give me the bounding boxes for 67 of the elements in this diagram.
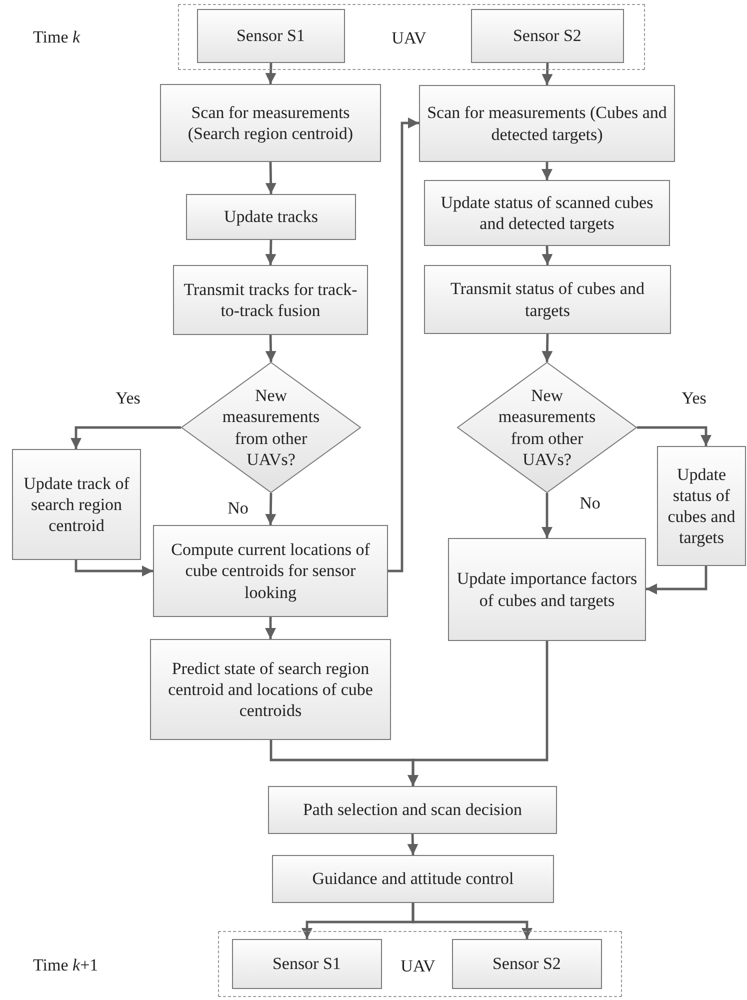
uav-group-frame xyxy=(218,931,622,997)
decision-diamond xyxy=(457,362,637,493)
step-label: Sensor S2 xyxy=(512,25,582,46)
decision-diamond xyxy=(181,362,361,493)
step-label: Compute current locations of cube centroids for sensor looking xyxy=(170,539,371,603)
process-box xyxy=(12,449,141,560)
step-label: Sensor S2 xyxy=(491,953,562,974)
uav-label: UAV xyxy=(400,958,436,974)
step-label: Update importance factors of cubes and targets xyxy=(456,568,638,611)
arrow xyxy=(74,560,153,576)
arrow xyxy=(265,334,276,362)
process-box xyxy=(657,446,746,566)
process-box xyxy=(419,85,675,162)
arrow xyxy=(412,903,532,939)
arrow xyxy=(542,493,552,538)
process-box xyxy=(186,194,356,240)
arrow xyxy=(646,566,708,594)
step-label: Scan for measurements (Search region centroid) xyxy=(186,102,354,144)
edge-label: Yes xyxy=(116,390,140,406)
arrow xyxy=(637,426,712,446)
arrow xyxy=(542,162,552,180)
process-box xyxy=(272,855,554,903)
decision-question: New measurements from other UAVs? xyxy=(221,385,321,470)
process-box xyxy=(452,938,602,989)
step-label: Update status of cubes and targets xyxy=(666,464,736,548)
arrow xyxy=(542,246,553,266)
process-box xyxy=(196,8,345,63)
step-label: Sensor S1 xyxy=(271,953,342,974)
step-label: Scan for measurements (Cubes and detected targets) xyxy=(426,102,668,145)
process-box xyxy=(448,538,646,641)
process-box xyxy=(173,265,368,335)
step-label: Transmit status of cubes and targets xyxy=(450,278,646,321)
step-label: Predict state of search region centroid and locations of cube centroids xyxy=(167,658,374,722)
step-label: Sensor S1 xyxy=(235,25,306,46)
step-label: Transmit tracks for track-to-track fusion xyxy=(182,278,358,322)
process-box xyxy=(150,639,391,740)
step-label: Guidance and attitude control xyxy=(311,868,515,890)
arrow xyxy=(408,641,548,786)
step-label: Update tracks xyxy=(223,206,319,228)
time-step-label: Time k+1 xyxy=(33,956,98,974)
uav-group-frame xyxy=(178,4,645,70)
edge-label: No xyxy=(228,500,248,516)
process-box xyxy=(470,8,624,63)
time-step-label: Time k xyxy=(33,28,80,46)
process-box xyxy=(268,786,557,834)
arrow xyxy=(265,62,276,84)
arrow xyxy=(265,162,276,194)
step-label: Update track of search region centroid xyxy=(22,472,130,536)
arrow xyxy=(265,492,276,526)
decision-question: New measurements from other UAVs? xyxy=(497,385,597,470)
step-label: Path selection and scan decision xyxy=(302,799,524,821)
uav-label: UAV xyxy=(392,30,426,46)
process-box xyxy=(160,84,381,162)
arrow xyxy=(265,240,276,266)
process-box xyxy=(424,180,670,246)
arrow xyxy=(542,334,553,362)
arrow xyxy=(388,118,419,572)
edge-label: No xyxy=(580,494,600,512)
arrow xyxy=(70,426,181,449)
process-box xyxy=(153,525,388,617)
process-box xyxy=(424,265,671,334)
step-label: Update status of scanned cubes and detected targets xyxy=(440,192,654,234)
arrow xyxy=(407,834,418,856)
edge-label: Yes xyxy=(682,390,706,406)
process-box xyxy=(232,938,382,989)
arrow xyxy=(265,617,276,639)
arrow xyxy=(542,62,553,86)
